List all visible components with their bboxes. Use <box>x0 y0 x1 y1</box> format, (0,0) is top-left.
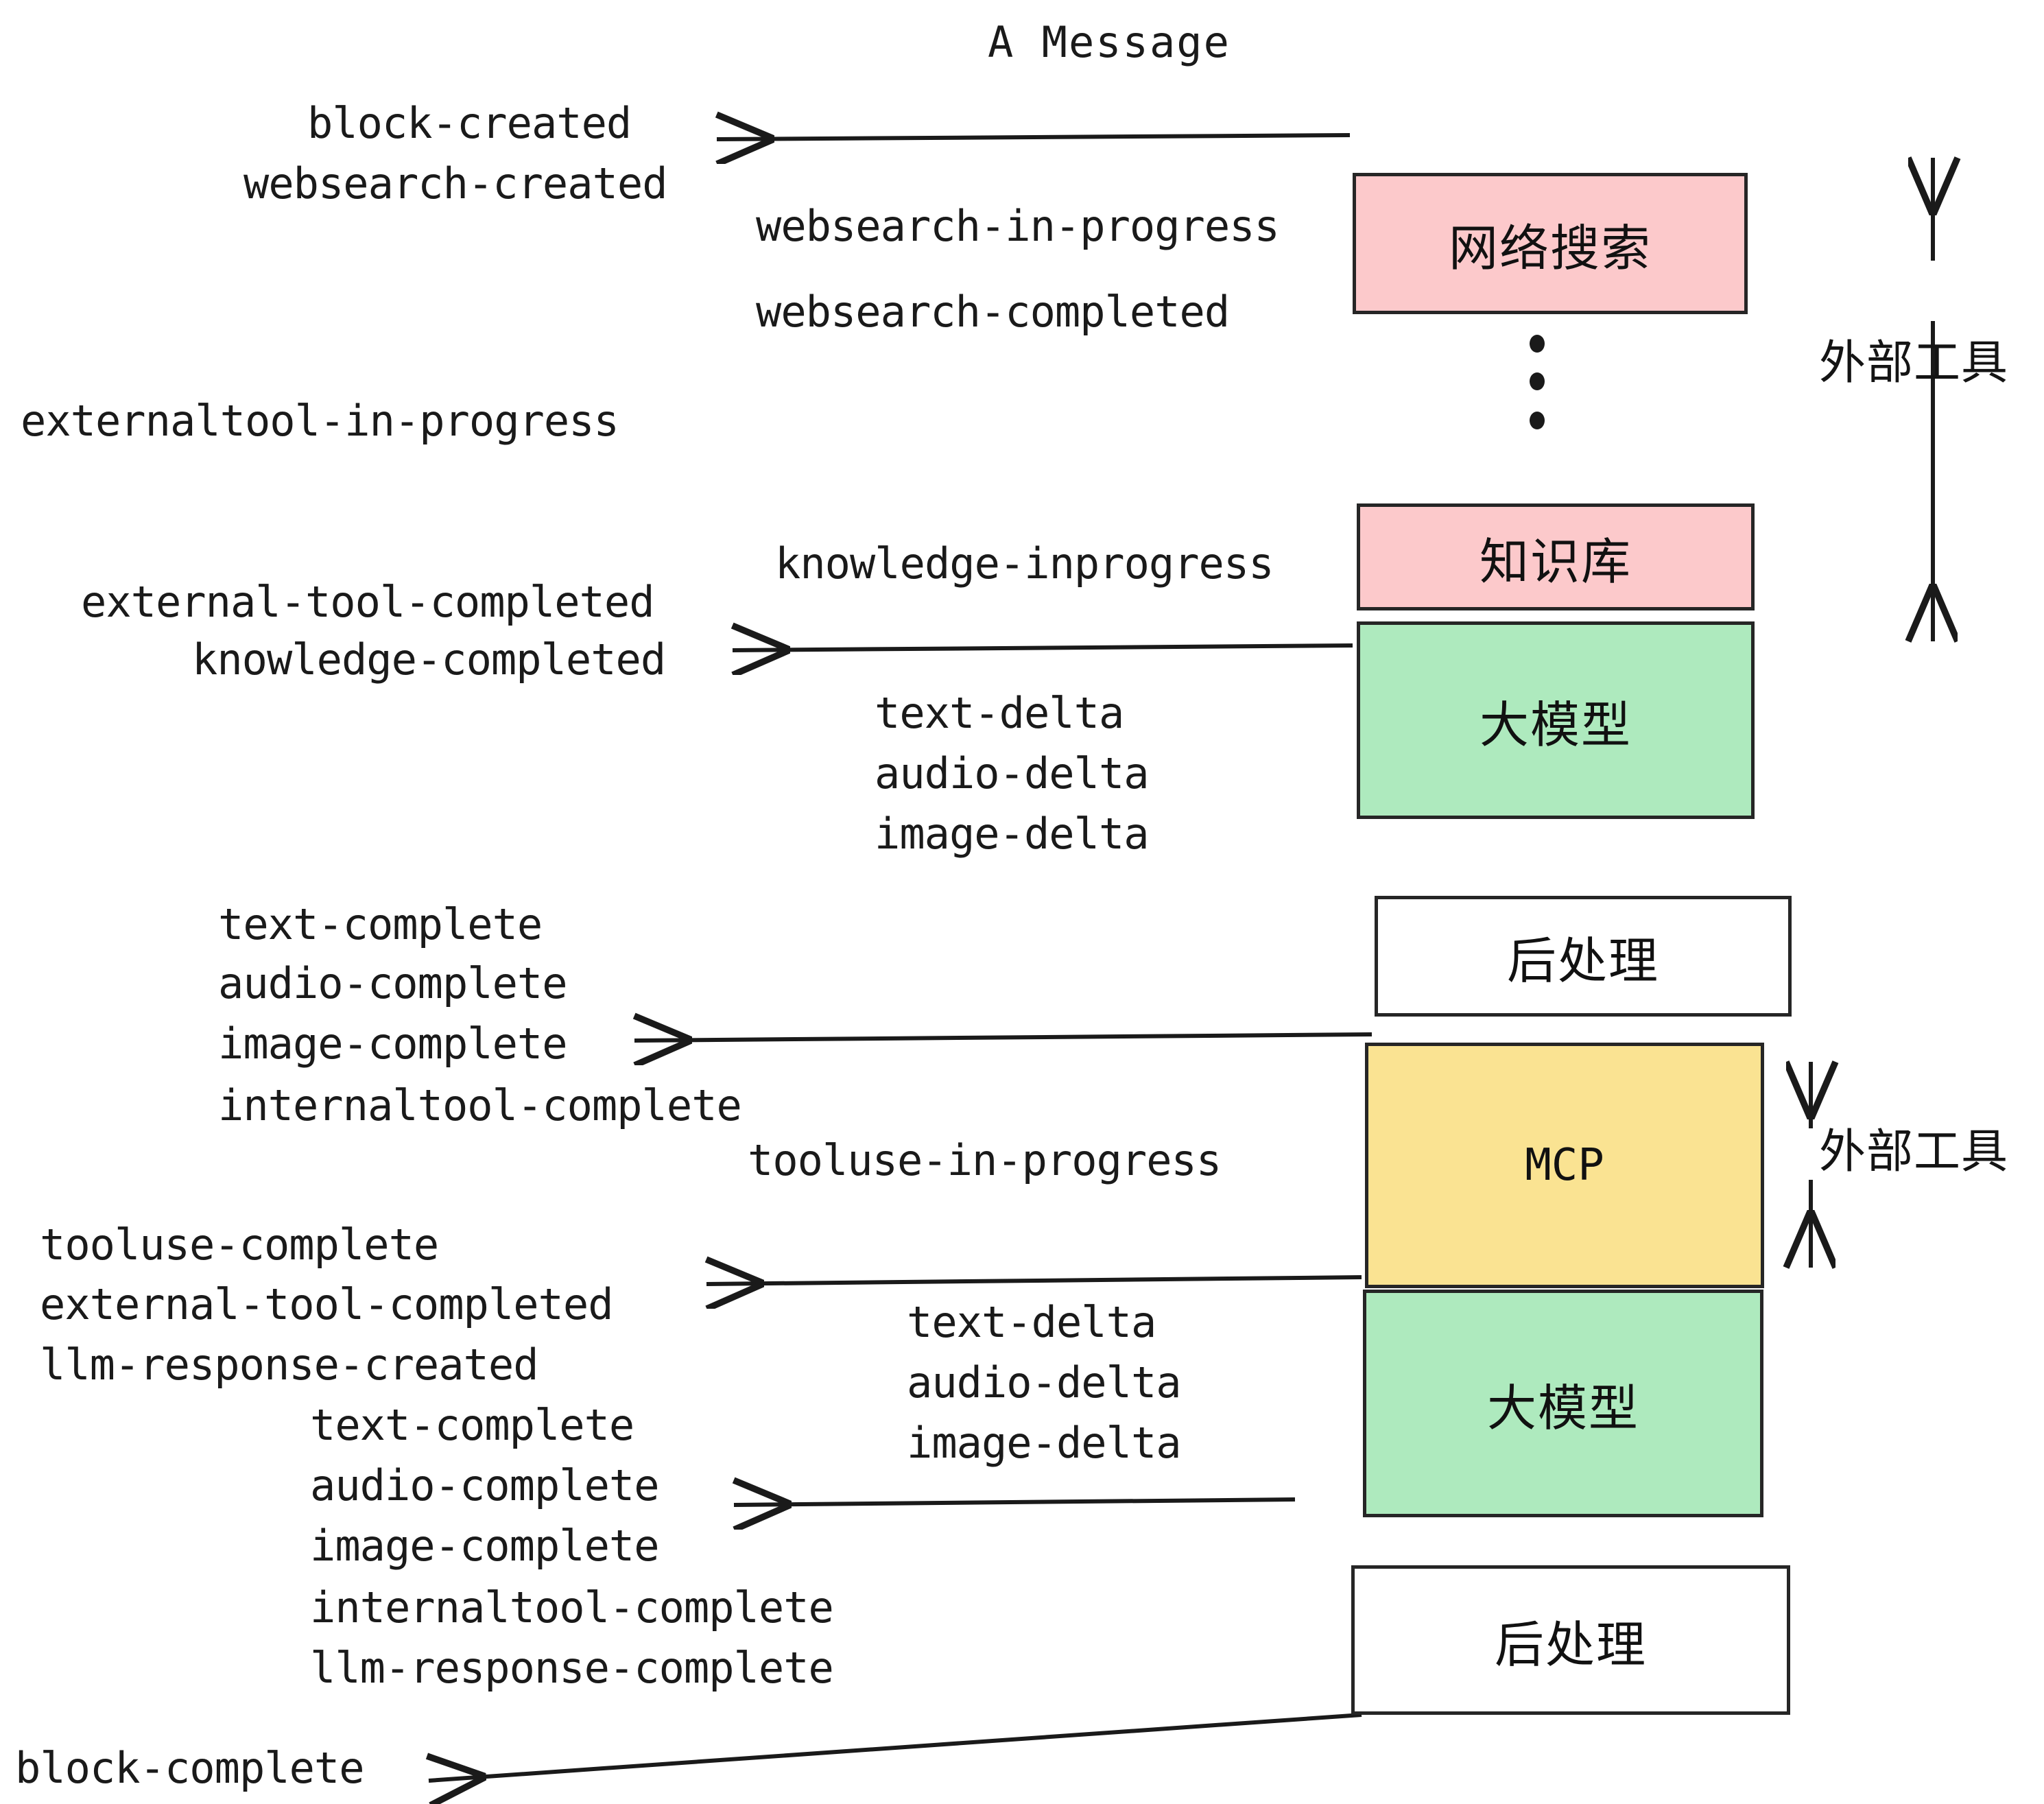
event-label-image-complete-1: image-complete <box>218 1019 568 1069</box>
node-postprocess-2-label: 后处理 <box>1494 1615 1647 1674</box>
event-label-llm-response-created: llm-response-created <box>40 1340 539 1390</box>
node-llm-1[interactable]: 大模型 <box>1357 621 1755 819</box>
event-label-external-tool-completed-1: external-tool-completed <box>81 577 655 627</box>
arrow-websearch-created <box>717 135 1351 139</box>
event-label-tooluse-complete: tooluse-complete <box>40 1220 439 1270</box>
arrow-tooluse-complete <box>706 1277 1362 1284</box>
node-postprocess-1[interactable]: 后处理 <box>1375 896 1792 1017</box>
node-knowledge-label: 知识库 <box>1479 532 1632 591</box>
event-label-audio-complete-2: audio-complete <box>310 1460 660 1510</box>
event-label-knowledge-completed: knowledge-completed <box>192 634 666 685</box>
node-websearch-label: 网络搜索 <box>1448 219 1652 277</box>
event-label-text-complete-1: text-complete <box>218 899 543 949</box>
annotation-external-tool-bottom: 外部工具 <box>1819 1125 2009 1179</box>
event-label-websearch-in-progress: websearch-in-progress <box>756 201 1280 251</box>
arrow-audio-complete <box>734 1499 1296 1505</box>
event-label-audio-delta-1: audio-delta <box>875 748 1150 798</box>
event-label-audio-delta-2: audio-delta <box>907 1357 1182 1408</box>
event-label-block-created: block-created <box>307 98 632 148</box>
event-label-external-tool-completed-2: external-tool-completed <box>40 1279 614 1329</box>
event-label-llm-response-complete: llm-response-complete <box>310 1643 834 1693</box>
event-label-internaltool-complete-2: internaltool-complete <box>310 1582 834 1633</box>
arrow-knowledge-completed <box>733 645 1353 650</box>
node-llm-1-label: 大模型 <box>1479 696 1632 754</box>
node-llm-2-label: 大模型 <box>1486 1379 1639 1437</box>
event-label-tooluse-in-progress: tooluse-in-progress <box>748 1135 1222 1185</box>
page-title: A Message <box>988 17 1231 67</box>
annotation-external-tool-top: 外部工具 <box>1819 336 2009 390</box>
ellipsis-dot <box>1530 335 1545 353</box>
node-websearch[interactable]: 网络搜索 <box>1353 173 1748 314</box>
node-llm-2[interactable]: 大模型 <box>1363 1290 1763 1517</box>
event-label-text-complete-2: text-complete <box>310 1400 634 1450</box>
event-label-image-complete-2: image-complete <box>310 1521 660 1571</box>
node-postprocess-2[interactable]: 后处理 <box>1351 1565 1790 1715</box>
event-label-audio-complete-1: audio-complete <box>218 958 568 1008</box>
event-label-image-delta-2: image-delta <box>907 1418 1182 1468</box>
node-mcp[interactable]: MCP <box>1365 1043 1764 1288</box>
node-mcp-label: MCP <box>1525 1140 1604 1191</box>
event-label-websearch-created: websearch-created <box>243 158 668 209</box>
arrow-image-complete <box>634 1034 1372 1041</box>
ellipsis-dot <box>1530 412 1545 429</box>
event-label-image-delta-1: image-delta <box>875 809 1150 859</box>
ellipsis-dot <box>1530 372 1545 390</box>
arrow-block-complete <box>429 1713 1362 1781</box>
event-label-text-delta-1: text-delta <box>875 688 1124 738</box>
event-label-knowledge-inprogress: knowledge-inprogress <box>775 538 1274 589</box>
event-label-block-complete: block-complete <box>15 1743 365 1793</box>
event-label-internaltool-complete-1: internaltool-complete <box>218 1080 742 1130</box>
node-postprocess-1-label: 后处理 <box>1506 931 1659 990</box>
event-label-websearch-completed: websearch-completed <box>756 287 1230 337</box>
event-label-externaltool-in-progress: externaltool-in-progress <box>21 396 619 446</box>
event-label-text-delta-2: text-delta <box>907 1297 1156 1347</box>
node-knowledge[interactable]: 知识库 <box>1357 503 1755 610</box>
